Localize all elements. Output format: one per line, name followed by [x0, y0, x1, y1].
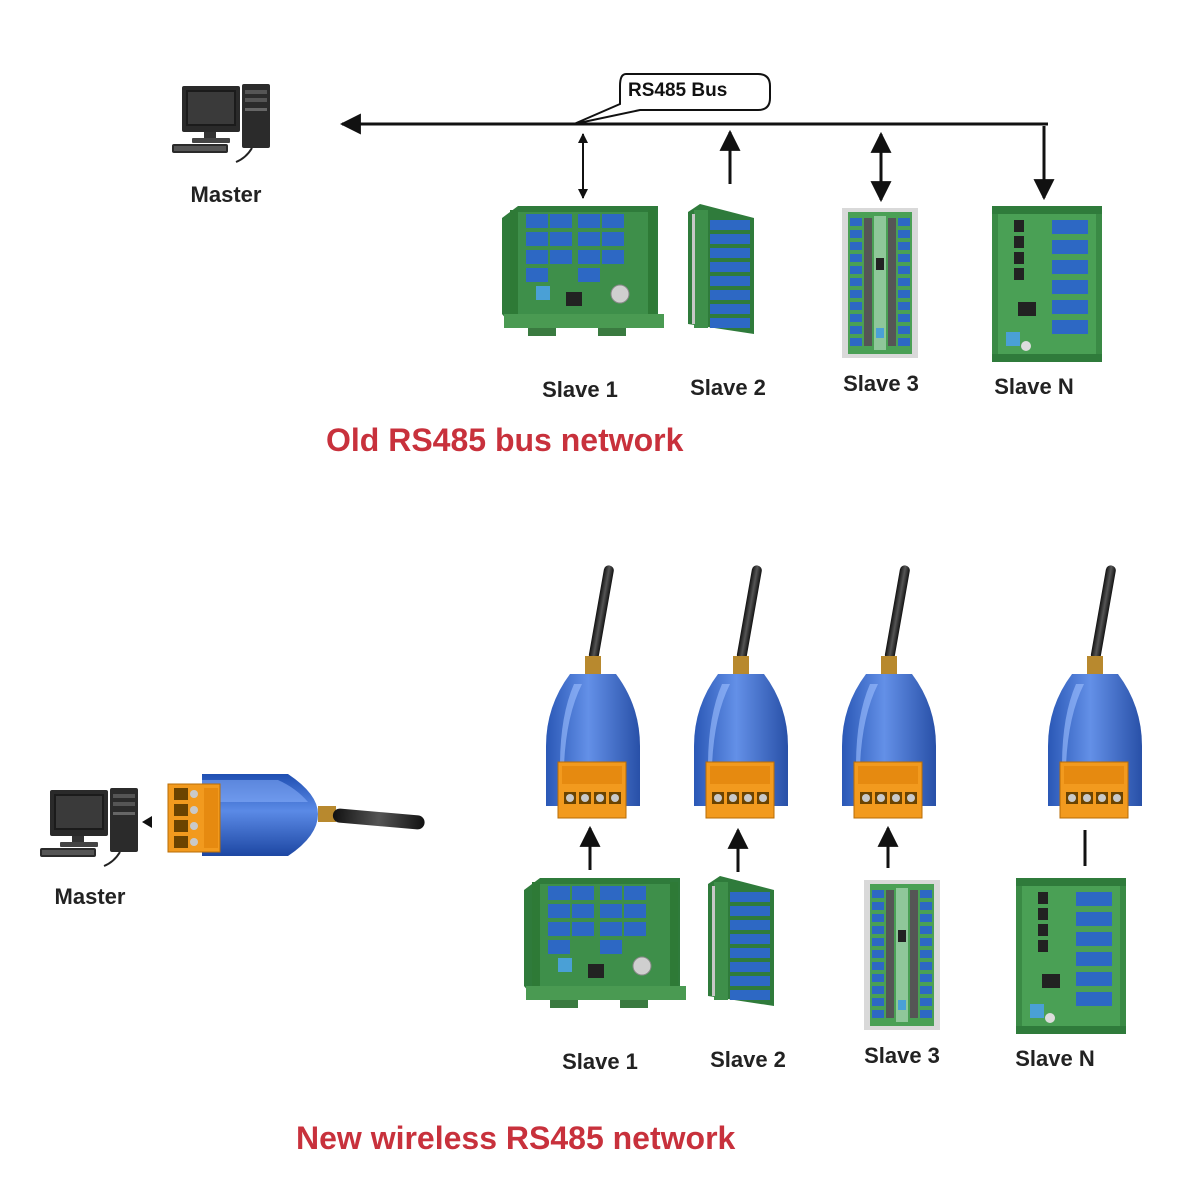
- slave-n-wireless-adapter: [1047, 564, 1143, 819]
- slave-3-label: Slave 3: [843, 371, 919, 396]
- master-label-2: Master: [54, 884, 126, 909]
- slave-1-board-2: [523, 877, 687, 1009]
- slave-2-board: [688, 204, 754, 334]
- slave-2-label-2: Slave 2: [710, 1047, 786, 1072]
- master-link-arrow: [142, 816, 152, 828]
- slave-1-label: Slave 1: [542, 377, 618, 402]
- slave-3-label-2: Slave 3: [864, 1043, 940, 1068]
- slave-n-label: Slave N: [994, 374, 1074, 399]
- master-wireless-adapter: [167, 773, 426, 857]
- slave-3-wireless-adapter: [841, 564, 937, 819]
- bus-label: RS485 Bus: [628, 80, 728, 101]
- bus-callout-bubble: [573, 73, 771, 125]
- slave-1-label-2: Slave 1: [562, 1049, 638, 1074]
- slave-2-board-2: [708, 876, 774, 1006]
- old-network-title: Old RS485 bus network: [326, 422, 684, 458]
- slave-1-board: [501, 205, 665, 337]
- master-computer-icon: [171, 83, 271, 163]
- slave-n-label-2: Slave N: [1015, 1046, 1095, 1071]
- slave-n-board-2: [1016, 878, 1126, 1034]
- slave-2-label: Slave 2: [690, 375, 766, 400]
- slave-3-board-2: [864, 880, 940, 1030]
- master-label: Master: [190, 182, 262, 207]
- slave-n-board: [992, 206, 1102, 362]
- new-network-title: New wireless RS485 network: [296, 1120, 736, 1156]
- slave-2-wireless-adapter: [693, 564, 789, 819]
- slave-3-board: [842, 208, 918, 358]
- slave-1-wireless-adapter: [545, 564, 641, 819]
- master-computer-icon-2: [39, 787, 139, 867]
